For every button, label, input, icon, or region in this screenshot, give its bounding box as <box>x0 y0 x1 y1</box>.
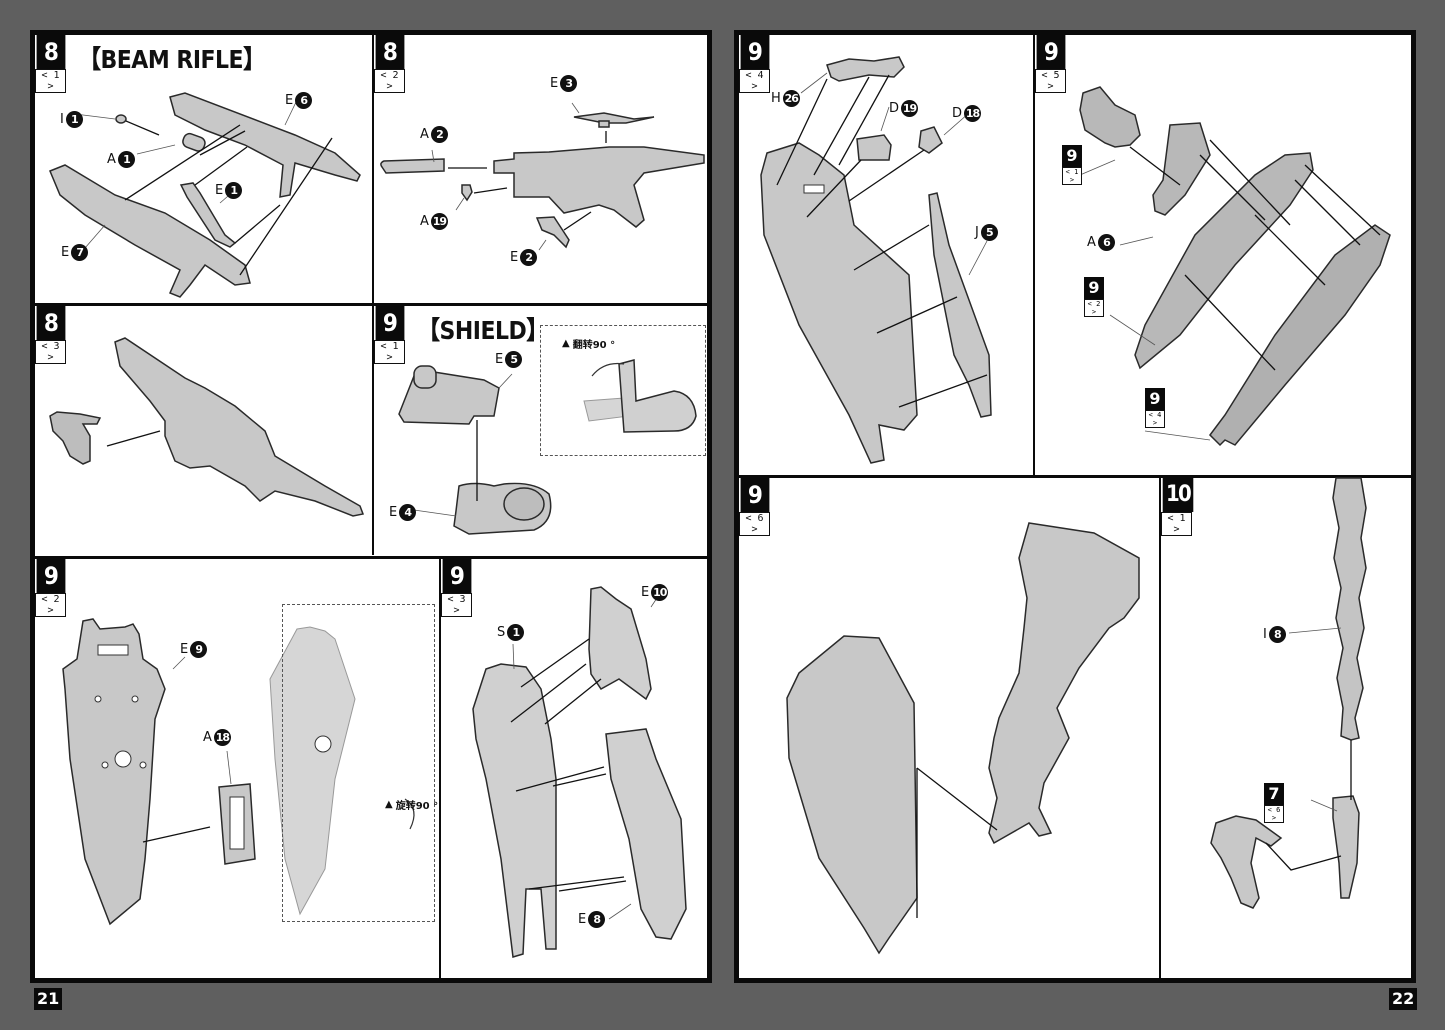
beam-rifle-parts-illustration <box>49 92 361 298</box>
panel-divider <box>35 303 707 306</box>
step-substep: < 1 > <box>35 69 66 93</box>
section-title: 【SHIELD】 <box>418 316 548 346</box>
panel-divider <box>439 559 441 978</box>
step-number: 9 <box>740 35 770 69</box>
panel-divider <box>372 35 374 555</box>
step-number: 9 <box>740 478 770 512</box>
step-badge: 9 < 4 > <box>739 35 771 93</box>
step-reference-9-1: 9< 1 > <box>1062 145 1082 185</box>
step-badge: 8 < 3 > <box>35 306 67 364</box>
section-title: 【BEAM RIFLE】 <box>79 45 265 75</box>
warning-icon: ▲ <box>562 338 570 349</box>
shield-outer-assembly-illustration <box>760 56 992 464</box>
step-substep: < 3 > <box>441 593 472 617</box>
step-substep: < 6 > <box>739 512 770 536</box>
shield-grip-parts-illustration <box>398 359 697 535</box>
step-substep: < 2 > <box>374 69 405 93</box>
step-number: 8 <box>375 35 405 69</box>
step-substep: < 4 > <box>739 69 770 93</box>
rotation-note: ▲翻转90 ° <box>562 338 616 351</box>
step-number: 9 <box>1036 35 1066 69</box>
shield-combine-illustration <box>1079 86 1391 447</box>
page-number-right: 22 <box>1389 988 1418 1010</box>
step-badge: 9 < 1 > <box>374 306 406 364</box>
rifle-hand-assembly-illustration <box>49 337 365 517</box>
panel-divider <box>1033 35 1035 475</box>
panel-divider <box>35 556 707 559</box>
warning-icon: ▲ <box>385 799 393 810</box>
step-badge: 8 < 1 > <box>35 35 67 93</box>
panel-divider <box>1159 478 1161 978</box>
step-substep: < 5 > <box>1035 69 1066 93</box>
shield-body-assembly-illustration <box>472 586 687 958</box>
step-reference-9-2: 9< 2 > <box>1084 277 1104 317</box>
step-number: 9 <box>442 559 472 593</box>
step-substep: < 2 > <box>35 593 66 617</box>
rifle-barrel-parts-illustration <box>380 102 705 251</box>
rotation-inset <box>540 325 706 456</box>
step-badge: 9 < 2 > <box>35 559 67 617</box>
step-number: 8 <box>36 35 66 69</box>
step-number: 9 <box>375 306 405 340</box>
beam-saber-assembly-illustration <box>1210 477 1367 909</box>
panel-step-8-3: 8 < 3 > <box>35 306 372 556</box>
step-substep: < 1 > <box>374 340 405 364</box>
rotation-inset <box>282 604 435 922</box>
shield-arm-attach-illustration <box>786 522 1140 955</box>
page-number-left: 21 <box>34 988 63 1010</box>
rotation-note: ▲旋转90 ° <box>385 799 439 812</box>
panel-divider <box>739 475 1411 478</box>
step-number: 9 <box>36 559 66 593</box>
step-reference-7-6: 7< 6 > <box>1264 783 1284 823</box>
step-substep: < 1 > <box>1161 512 1192 536</box>
panel-step-9-6: 9 < 6 > <box>739 478 1159 978</box>
shield-inner-frame-illustration <box>62 618 415 926</box>
step-number: 8 <box>36 306 66 340</box>
step-substep: < 3 > <box>35 340 66 364</box>
step-badge: 9 < 3 > <box>441 559 473 617</box>
step-badge: 9 < 5 > <box>1035 35 1067 93</box>
step-badge: 10 < 1 > <box>1161 478 1195 536</box>
step-number: 10 <box>1162 478 1194 512</box>
step-reference-9-4: 9< 4 > <box>1145 388 1165 428</box>
step-badge: 8 < 2 > <box>374 35 406 93</box>
step-badge: 9 < 6 > <box>739 478 771 536</box>
